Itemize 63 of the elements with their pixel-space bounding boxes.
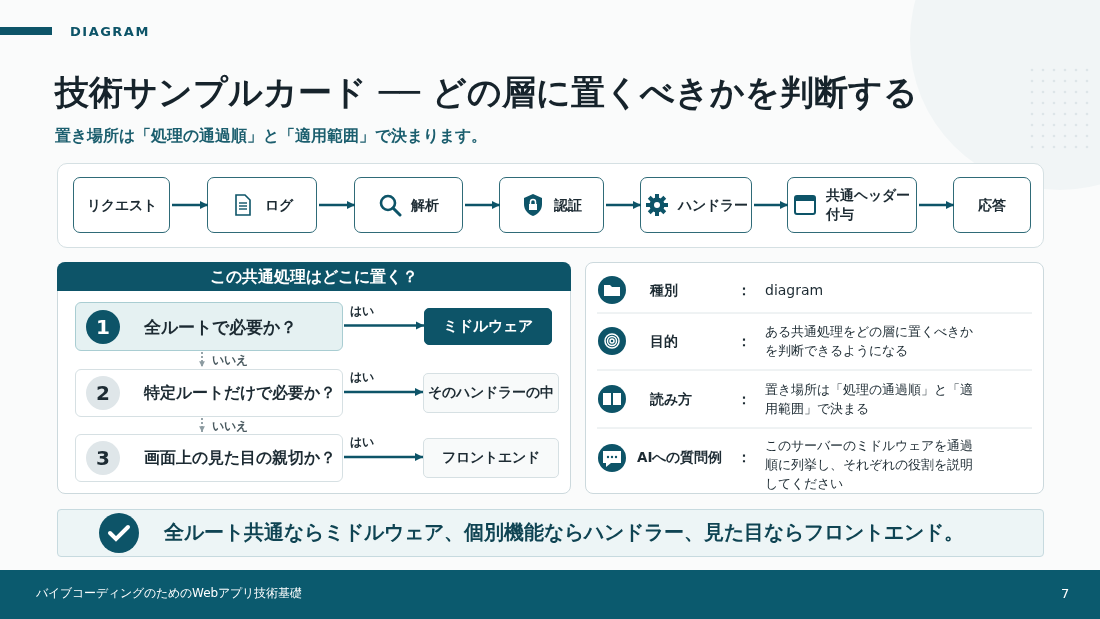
summary-bar <box>57 509 1044 557</box>
arrow <box>606 200 641 210</box>
question-row <box>75 369 343 417</box>
step-number: 1 <box>86 309 120 344</box>
arrow <box>344 452 423 462</box>
node-label: 応答 <box>978 195 1006 215</box>
process-box <box>207 177 317 233</box>
summary-text: 全ルート共通ならミドルウェア、個別機能ならハンドラー、見た目ならフロントエンド。 <box>164 521 964 545</box>
arrow <box>919 200 954 210</box>
field-name: AIへの質問例 <box>637 448 723 466</box>
node-label: リクエスト <box>86 195 157 215</box>
arrow <box>199 351 205 368</box>
arrow <box>199 417 205 433</box>
colon: ： <box>737 390 751 408</box>
question-row <box>75 434 343 482</box>
colon: ： <box>737 332 751 350</box>
field-name: 種別 <box>650 281 678 299</box>
colon: ： <box>737 281 751 299</box>
edge-label: はい <box>350 303 374 318</box>
node-label: 共通ヘッダー付与 <box>825 186 911 224</box>
process-box <box>73 177 170 233</box>
panel-header: この共通処理はどこに置く？ <box>57 262 571 291</box>
step-number: 2 <box>86 376 120 410</box>
process-box <box>640 177 752 233</box>
field-value: 置き場所は「処理の通過順」と「適用範囲」で決まる <box>765 381 974 418</box>
process-box <box>787 177 917 233</box>
result-box: そのハンドラーの中 <box>423 373 559 413</box>
field-name: 目的 <box>650 332 678 350</box>
field-value: diagram <box>765 281 824 299</box>
question-text: 特定ルートだけで必要か？ <box>144 383 336 404</box>
colon: ： <box>737 448 751 466</box>
page-number: 7 <box>1061 585 1070 602</box>
arrow <box>319 200 355 210</box>
arrow <box>344 321 424 330</box>
section-tag: DIAGRAM <box>70 23 150 40</box>
question-text: 画面上の見た目の親切か？ <box>144 448 336 469</box>
step-number: 3 <box>86 441 120 475</box>
arrow <box>172 200 208 210</box>
field-value: ある共通処理をどの層に置くべきかを判断できるようになる <box>765 323 974 360</box>
arrow <box>344 387 423 397</box>
arrow <box>754 200 788 210</box>
result-box: ミドルウェア <box>424 308 552 345</box>
question-row <box>75 302 343 351</box>
edge-label: はい <box>350 370 374 384</box>
title: 技術サンプルカード ── どの層に置くべきかを判断する <box>55 71 918 114</box>
field-value: このサーバーのミドルウェアを通過順に列挙し、それぞれの役割を説明してください <box>765 437 974 493</box>
result-box: フロントエンド <box>423 438 559 478</box>
process-box <box>953 177 1031 233</box>
node-label: ハンドラー <box>677 195 748 215</box>
process-box <box>499 177 604 233</box>
footer-text: バイブコーディングのためのWebアプリ技術基礎 <box>36 585 303 601</box>
decision-panel <box>57 262 571 494</box>
node-label: 解析 <box>411 195 439 215</box>
field-name: 読み方 <box>650 390 692 408</box>
edge-label: いいえ <box>212 419 248 433</box>
edge-label: はい <box>350 435 374 449</box>
arrow <box>465 200 500 210</box>
process-box <box>354 177 463 233</box>
node-label: 認証 <box>554 195 582 215</box>
subtitle: 置き場所は「処理の通過順」と「適用範囲」で決まります。 <box>55 126 487 146</box>
edge-label: いいえ <box>212 353 248 367</box>
question-text: 全ルートで必要か？ <box>144 315 297 338</box>
node-label: ログ <box>264 195 293 215</box>
